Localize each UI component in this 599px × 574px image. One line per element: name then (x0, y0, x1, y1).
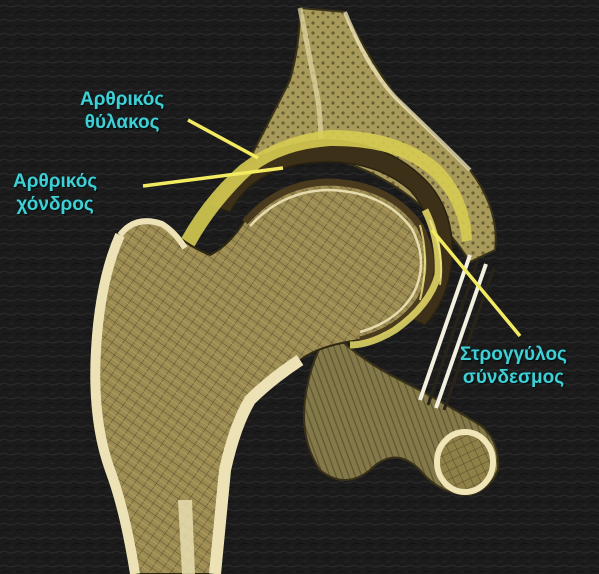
articular-cartilage-label-line2: χόνδρος (13, 193, 97, 216)
joint-capsule-label-line2: θύλακος (80, 111, 164, 134)
round-ligament-label: Στρογγύλος σύνδεσμος (460, 343, 567, 389)
round-ligament-label-line1: Στρογγύλος (460, 343, 567, 366)
round-ligament-label-line2: σύνδεσμος (460, 366, 567, 389)
articular-cartilage-label: Αρθρικός χόνδρος (13, 170, 97, 216)
joint-capsule-label-line1: Αρθρικός (80, 88, 164, 111)
joint-capsule-label: Αρθρικός θύλακος (80, 88, 164, 134)
ischial-cross-section (437, 432, 493, 492)
articular-cartilage-label-line1: Αρθρικός (13, 170, 97, 193)
